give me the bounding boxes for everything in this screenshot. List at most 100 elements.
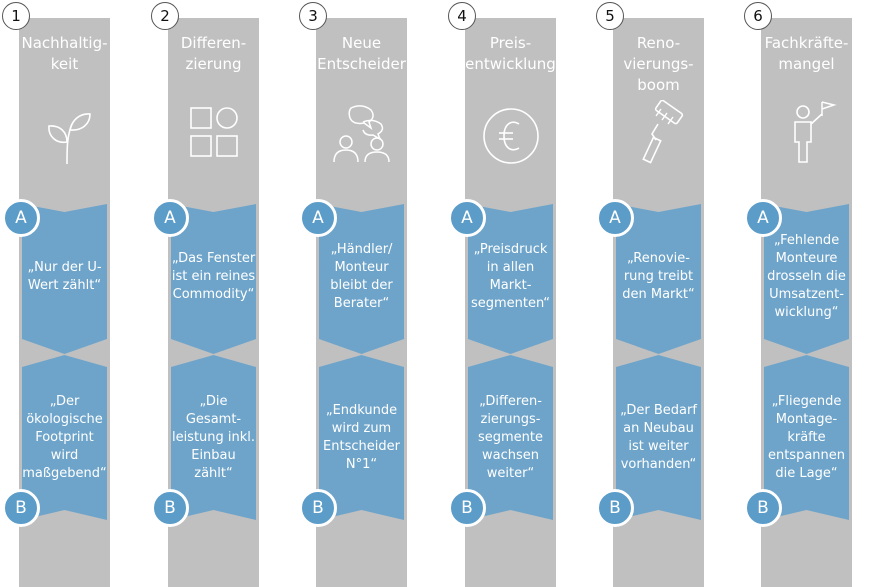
scenario-a-line: „Renovie-: [627, 251, 690, 266]
scenario-b-line: die Lage“: [775, 466, 838, 481]
scenario-b-banner: [22, 355, 107, 520]
scenario-b-line: „Der: [49, 394, 80, 409]
scenario-b-line: Entscheider: [323, 439, 400, 454]
shapes-grid-icon: [183, 100, 245, 170]
scenario-a-line: „Händler/: [330, 242, 393, 257]
scenario-a-banner: [616, 204, 701, 354]
paint-roller-icon: [628, 99, 690, 170]
scenario-a-line: drosseln die: [767, 269, 846, 284]
scenario-a-banner: [22, 204, 107, 354]
column-title-line: keit: [50, 55, 79, 73]
column-title: Fachkräfte-mangel: [761, 33, 852, 75]
scenario-b-line: maßgebend“: [22, 466, 107, 481]
scenario-a-line: „Preisdruck: [473, 242, 548, 257]
column-title-line: mangel: [778, 55, 835, 73]
scenario-b-banner: [616, 355, 701, 520]
scenario-b-badge: B: [744, 489, 782, 527]
scenario-a-line: bleibt der: [330, 278, 393, 293]
scenario-a-line: den Markt“: [622, 287, 695, 302]
scenario-b-banner: [764, 355, 849, 520]
scenario-a-line: Wert zählt“: [27, 278, 102, 293]
column-title-line: Differen-: [180, 34, 247, 52]
scenario-a-line: Umsatzent-: [769, 287, 844, 302]
scenario-a-line: Monteur: [334, 260, 389, 275]
scenario-b-line: „Fliegende: [771, 394, 842, 409]
scenario-a-badge: A: [448, 199, 486, 237]
scenario-b-line: „Die: [199, 394, 228, 409]
scenario-b-line: „Differen-: [479, 394, 542, 409]
euro-coin-icon: [480, 100, 542, 170]
scenario-a-text: „Nur der U-Wert zählt“: [22, 212, 107, 342]
scenario-b-line: leistung inkl.: [171, 430, 256, 445]
people-talking-icon: [331, 100, 393, 170]
scenario-b-line: „Endkunde: [325, 403, 398, 418]
scenario-a-line: Berater“: [333, 296, 390, 311]
scenario-b-line: weiter“: [486, 466, 535, 481]
column-title-line: boom: [637, 76, 680, 94]
scenario-b-badge: B: [448, 489, 486, 527]
column-number: 3: [299, 2, 327, 30]
scenario-b-line: wird zum: [331, 421, 392, 436]
scenario-a-line: Markt-: [489, 278, 532, 293]
scenario-a-banner: [319, 204, 404, 354]
scenario-a-badge: A: [744, 199, 782, 237]
scenario-a-line: „Das Fenster: [171, 251, 256, 266]
scenario-b-banner: [468, 355, 553, 520]
scenario-a-line: in allen: [486, 260, 535, 275]
column-title-line: Nachhaltig-: [21, 34, 108, 52]
scenario-b-line: ist weiter: [628, 439, 689, 454]
scenario-b-badge: B: [151, 489, 189, 527]
column-title-line: Reno-: [636, 34, 681, 52]
scenario-a-badge: A: [2, 199, 40, 237]
column-number: 1: [2, 2, 30, 30]
scenario-a-badge: A: [151, 199, 189, 237]
column-number: 5: [596, 2, 624, 30]
scenario-b-line: zierungs-: [480, 412, 541, 427]
scenario-a-banner: [764, 204, 849, 354]
scenario-b-line: wachsen: [482, 448, 539, 463]
column-title-line: entwicklung: [465, 55, 556, 73]
scenario-b-line: kräfte: [787, 430, 826, 445]
scenario-b-line: Montage-: [775, 412, 838, 427]
scenario-b-badge: B: [596, 489, 634, 527]
column-number: 2: [151, 2, 179, 30]
scenario-a-line: rung treibt: [623, 269, 694, 284]
scenario-a-line: segmenten“: [470, 296, 551, 311]
scenario-b-line: Footprint wird: [35, 430, 94, 463]
scenario-b-line: „Der Bedarf: [620, 403, 697, 418]
column-title: Reno-vierungs-boom: [613, 33, 704, 96]
scenario-b-line: vorhanden“: [620, 457, 697, 472]
column-title-line: Neue: [341, 34, 382, 52]
scenario-b-banner: [319, 355, 404, 520]
column-number: 6: [744, 2, 772, 30]
column-number: 4: [448, 2, 476, 30]
scenario-a-line: wicklung“: [774, 305, 839, 320]
leaf-sprout-icon: [34, 100, 96, 170]
column-title: Nachhaltig-keit: [19, 33, 110, 75]
scenario-b-badge: B: [299, 489, 337, 527]
scenario-a-banner: [468, 204, 553, 354]
scenario-a-badge: A: [596, 199, 634, 237]
scenario-a-line: ist ein reines: [171, 269, 256, 284]
scenario-b-badge: B: [2, 489, 40, 527]
scenario-b-line: N°1“: [345, 457, 378, 472]
worker-flag-icon: [776, 100, 838, 170]
scenario-b-line: ökologische: [26, 412, 103, 427]
scenario-b-banner: [171, 355, 256, 520]
column-title-line: Preis-: [489, 34, 532, 52]
